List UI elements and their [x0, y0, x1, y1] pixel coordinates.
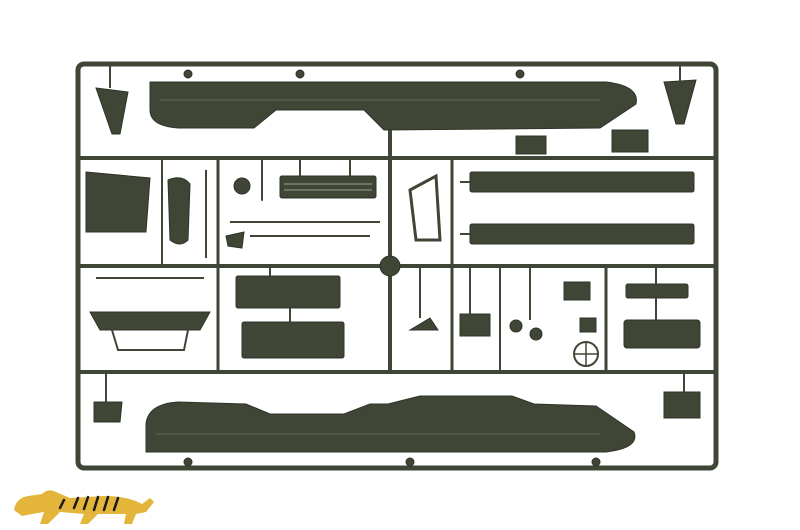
seat-frame-part	[89, 277, 211, 351]
gate-stubs	[269, 160, 657, 322]
small-detail-parts	[408, 129, 649, 367]
center-top-details	[225, 175, 380, 249]
corner-parts	[93, 66, 701, 423]
hull-side-part-top	[149, 69, 637, 131]
tiger-logo-icon	[14, 490, 154, 524]
center-panels	[235, 275, 345, 359]
rails-right-upper	[460, 171, 695, 245]
right-panels	[623, 283, 701, 349]
hull-side-part-bottom	[145, 395, 636, 467]
sprue-hub	[379, 255, 401, 277]
sprue-frame	[75, 61, 719, 471]
left-panels	[85, 170, 207, 258]
trapezoid-frame-part	[408, 173, 442, 242]
